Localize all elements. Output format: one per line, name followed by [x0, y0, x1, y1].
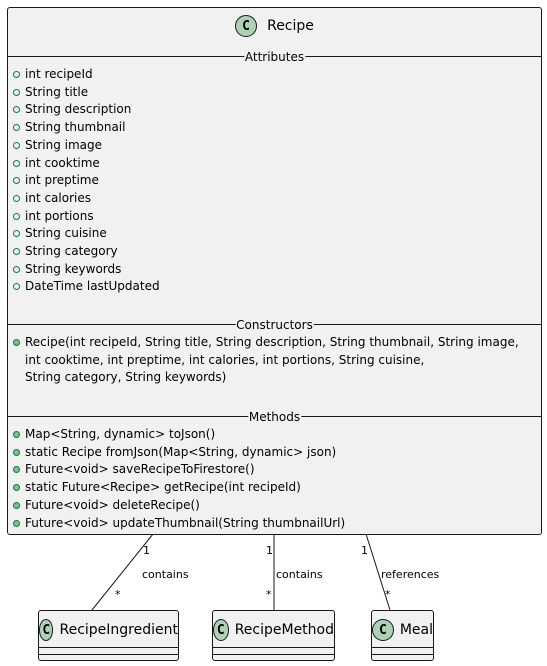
class-header: C RecipeIngredient [39, 616, 178, 644]
public-visibility-icon [13, 283, 20, 291]
constructor-item: Recipe(int recipeId, String title, Strin… [8, 334, 541, 387]
class-icon: C [213, 619, 229, 641]
attribute-item: String category [8, 243, 541, 261]
class-separator [39, 654, 178, 655]
source-multiplicity: 1 [266, 544, 273, 557]
constructors-separator: Constructors [8, 318, 541, 332]
source-multiplicity: 1 [143, 544, 150, 557]
attribute-item: DateTime lastUpdated [8, 278, 541, 296]
attribute-item: String title [8, 84, 541, 102]
method-item: Future<void> saveRecipeToFirestore() [8, 461, 541, 479]
attribute-item: int cooktime [8, 155, 541, 173]
target-multiplicity: * [266, 588, 272, 601]
class-separator [213, 647, 334, 648]
class-header: C Meal [372, 616, 433, 644]
public-visibility-icon [13, 88, 20, 96]
public-visibility-icon [13, 265, 20, 273]
class-separator [213, 654, 334, 655]
methods-list: Map<String, dynamic> toJson() static Rec… [8, 426, 541, 532]
constructor-signature-line: String category, String keywords) [25, 370, 227, 385]
class-header: C RecipeMethod [213, 616, 334, 644]
target-multiplicity: * [115, 588, 121, 601]
constructor-signature-line: Recipe(int recipeId, String title, Strin… [25, 335, 519, 349]
attribute-item: String thumbnail [8, 119, 541, 137]
edge-recipe-ingredient [91, 533, 154, 611]
constructors-section-label: Constructors [235, 318, 314, 332]
public-visibility-icon [13, 177, 20, 185]
attributes-list: int recipeId String title String descrip… [8, 66, 541, 296]
public-visibility-icon [13, 124, 20, 132]
class-recipe-method[interactable]: C RecipeMethod [212, 610, 335, 661]
attribute-item: int portions [8, 208, 541, 226]
public-visibility-icon [13, 339, 20, 346]
class-separator [372, 647, 433, 648]
public-visibility-icon [13, 484, 20, 492]
class-name: Recipe [267, 18, 314, 34]
attribute-item: String description [8, 101, 541, 119]
public-visibility-icon [13, 230, 20, 238]
public-visibility-icon [13, 159, 20, 167]
class-recipe-ingredient[interactable]: C RecipeIngredient [38, 610, 179, 661]
class-separator [372, 654, 433, 655]
class-meal[interactable]: C Meal [371, 610, 434, 661]
class-name: RecipeIngredient [59, 622, 178, 638]
method-item: static Future<Recipe> getRecipe(int reci… [8, 479, 541, 497]
public-visibility-icon [13, 212, 20, 220]
attribute-item: int recipeId [8, 66, 541, 84]
public-visibility-icon [13, 71, 20, 78]
class-recipe[interactable]: C Recipe Attributes int recipeId String … [7, 7, 542, 535]
edge-label: contains [276, 568, 323, 581]
class-icon: C [235, 15, 258, 37]
edge-meal [365, 533, 391, 611]
attributes-section-label: Attributes [243, 50, 306, 64]
class-name: Meal [399, 622, 433, 638]
method-item: Map<String, dynamic> toJson() [8, 426, 541, 444]
attribute-item: int calories [8, 190, 541, 208]
class-icon: C [372, 619, 394, 641]
attribute-item: String keywords [8, 261, 541, 279]
edge-label: contains [142, 568, 189, 581]
class-separator [39, 647, 178, 648]
method-item: static Recipe fromJson(Map<String, dynam… [8, 444, 541, 462]
public-visibility-icon [13, 141, 20, 149]
attribute-item: String cuisine [8, 225, 541, 243]
public-visibility-icon [13, 501, 20, 509]
class-header: C Recipe [8, 12, 541, 40]
edge-label: references [381, 568, 440, 581]
constructors-list: Recipe(int recipeId, String title, Strin… [8, 334, 541, 387]
public-visibility-icon [13, 431, 20, 438]
target-multiplicity: * [385, 588, 391, 601]
methods-section-label: Methods [247, 410, 302, 424]
public-visibility-icon [13, 106, 20, 114]
public-visibility-icon [13, 466, 20, 474]
attribute-item: String image [8, 137, 541, 155]
public-visibility-icon [13, 248, 20, 256]
method-item: Future<void> updateThumbnail(String thum… [8, 515, 541, 533]
public-visibility-icon [13, 519, 20, 527]
methods-separator: Methods [8, 410, 541, 424]
public-visibility-icon [13, 448, 20, 456]
method-item: Future<void> deleteRecipe() [8, 497, 541, 515]
class-name: RecipeMethod [234, 622, 334, 638]
constructor-signature-line: int cooktime, int preptime, int calories… [25, 352, 425, 367]
attribute-item: int preptime [8, 172, 541, 190]
class-icon: C [39, 619, 54, 641]
attributes-separator: Attributes [8, 50, 541, 64]
source-multiplicity: 1 [361, 544, 368, 557]
public-visibility-icon [13, 194, 20, 202]
